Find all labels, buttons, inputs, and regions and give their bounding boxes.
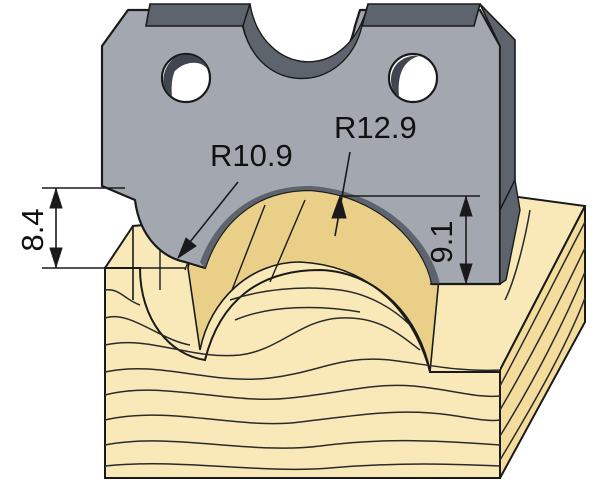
knife-bevel-top-left	[145, 3, 252, 27]
dim-9-1-arrow-top	[459, 195, 473, 217]
dim-r12-9-leader	[334, 151, 351, 237]
wood-edge-line	[231, 204, 266, 291]
knife-bevel-right-lower	[499, 177, 521, 286]
dim-8-4-arrow-bottom	[49, 247, 63, 269]
label-height-right: 9.1	[424, 220, 459, 263]
dimensions	[42, 151, 480, 285]
wood-side-grain	[499, 209, 586, 461]
dim-8-4-arrow-top	[49, 187, 63, 209]
dim-r10-9-arrow	[176, 237, 197, 260]
wood-bead-profile	[105, 267, 500, 373]
dim-r10-9-leader	[181, 181, 239, 253]
knife-edge-shade	[200, 185, 440, 284]
knife-bevel-top-right	[360, 3, 482, 27]
label-r12-9: R12.9	[334, 110, 417, 145]
dim-9-1-arrow-bottom	[459, 263, 473, 285]
dim-r12-9-arrow	[331, 194, 347, 219]
wood-edge-line	[269, 199, 306, 283]
mounting-hole-right	[387, 52, 439, 104]
knife-top-notch-bevel	[242, 3, 369, 80]
mounting-hole-left	[160, 52, 212, 104]
cutter-knife	[100, 3, 521, 286]
wood-grain	[104, 287, 501, 471]
label-height-left: 8.4	[15, 208, 50, 251]
label-r10-9: R10.9	[210, 138, 293, 173]
